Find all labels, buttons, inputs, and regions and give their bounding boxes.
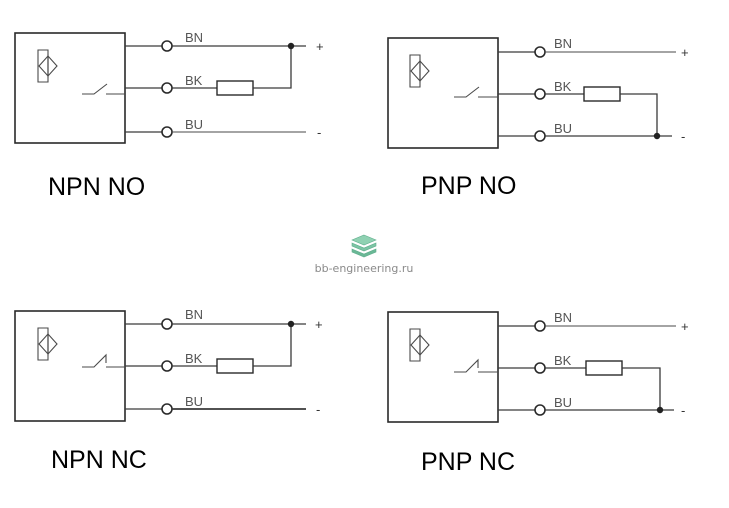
terminal bbox=[534, 130, 546, 142]
load-resistor bbox=[585, 360, 623, 376]
terminal bbox=[534, 88, 546, 100]
diagram-npn-no: BN BK BU + - NPN NO bbox=[14, 30, 324, 201]
plus-sign: + bbox=[681, 45, 689, 60]
plus-sign: + bbox=[681, 319, 689, 334]
terminal bbox=[534, 362, 546, 374]
sensor-housing bbox=[387, 37, 499, 149]
wire-label-bu: BU bbox=[554, 121, 572, 136]
terminal bbox=[161, 82, 173, 94]
minus-sign: - bbox=[316, 402, 320, 417]
wire-label-bk: BK bbox=[185, 351, 203, 366]
terminal bbox=[534, 404, 546, 416]
junction-dot bbox=[287, 320, 295, 328]
switch-nc-icon bbox=[454, 358, 498, 373]
diagram-pnp-no: BN BK BU + - PNP NO bbox=[387, 36, 689, 200]
load-resistor bbox=[583, 86, 621, 102]
plus-sign: + bbox=[316, 39, 324, 54]
wire-label-bu: BU bbox=[185, 117, 203, 132]
sensor-symbol-icon bbox=[37, 49, 58, 83]
sensor-symbol-icon bbox=[37, 327, 58, 361]
load-resistor bbox=[216, 358, 254, 374]
wire-label-bk: BK bbox=[554, 79, 572, 94]
watermark-text: bb-engineering.ru bbox=[315, 262, 414, 275]
minus-sign: - bbox=[681, 129, 685, 144]
minus-sign: - bbox=[681, 403, 685, 418]
terminal bbox=[534, 46, 546, 58]
wire-label-bn: BN bbox=[185, 30, 203, 45]
terminal bbox=[161, 360, 173, 372]
stacked-layers-icon bbox=[351, 234, 377, 258]
diagram-title: NPN NC bbox=[51, 446, 147, 474]
sensor-housing bbox=[14, 32, 126, 144]
diagram-title: PNP NC bbox=[421, 448, 515, 476]
diagram-title: PNP NO bbox=[421, 172, 516, 200]
diagram-npn-nc: BN BK BU + - NPN NC bbox=[14, 307, 323, 474]
wire-label-bk: BK bbox=[185, 73, 203, 88]
sensor-housing bbox=[387, 311, 499, 423]
watermark: bb-engineering.ru bbox=[315, 234, 414, 275]
sensor-symbol-icon bbox=[409, 54, 430, 88]
junction-dot bbox=[653, 132, 661, 140]
terminal bbox=[534, 320, 546, 332]
minus-sign: - bbox=[317, 125, 321, 140]
sensor-housing bbox=[14, 310, 126, 422]
diagram-title: NPN NO bbox=[48, 173, 145, 201]
wire-label-bn: BN bbox=[185, 307, 203, 322]
wire-label-bu: BU bbox=[185, 394, 203, 409]
wire-label-bk: BK bbox=[554, 353, 572, 368]
wire-label-bn: BN bbox=[554, 36, 572, 51]
terminal bbox=[161, 126, 173, 138]
plus-sign: + bbox=[315, 317, 323, 332]
wire-label-bu: BU bbox=[554, 395, 572, 410]
wire-label-bn: BN bbox=[554, 310, 572, 325]
load-resistor bbox=[216, 80, 254, 96]
switch-no-icon bbox=[454, 86, 498, 98]
junction-dot bbox=[287, 42, 295, 50]
switch-no-icon bbox=[82, 83, 125, 95]
diagram-pnp-nc: BN BK BU + - PNP NC bbox=[387, 310, 689, 476]
terminal bbox=[161, 403, 173, 415]
terminal bbox=[161, 40, 173, 52]
terminal bbox=[161, 318, 173, 330]
junction-dot bbox=[656, 406, 664, 414]
switch-nc-icon bbox=[82, 353, 125, 368]
sensor-symbol-icon bbox=[409, 328, 430, 362]
